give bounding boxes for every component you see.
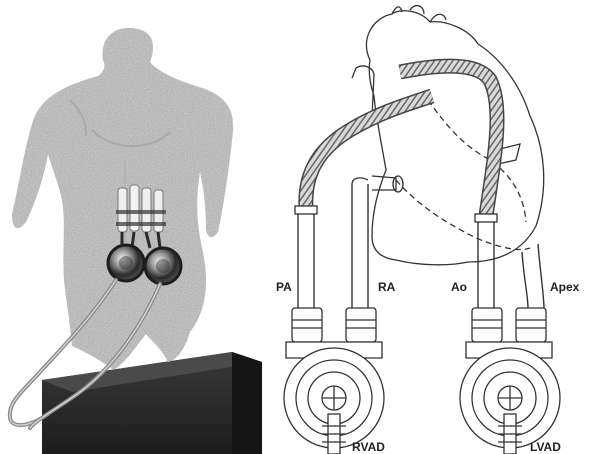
lvad-pump xyxy=(460,308,560,454)
label-apex: Apex xyxy=(550,280,580,294)
label-ao: Ao xyxy=(451,280,467,294)
label-ra: RA xyxy=(378,280,396,294)
vena-cava-opening xyxy=(393,176,403,192)
label-pa: PA xyxy=(276,280,292,294)
pump-device-left xyxy=(145,248,181,284)
ao-graft xyxy=(400,66,497,216)
ra-cannula-inner xyxy=(396,180,530,250)
pulmonary-artery-stump xyxy=(352,66,374,118)
label-lvad: LVAD xyxy=(530,440,561,454)
label-rvad: RVAD xyxy=(352,440,385,454)
photo-panel xyxy=(0,0,272,454)
schematic-panel xyxy=(284,6,560,454)
pump-device-right xyxy=(108,245,144,281)
rvad-pump xyxy=(284,308,384,454)
